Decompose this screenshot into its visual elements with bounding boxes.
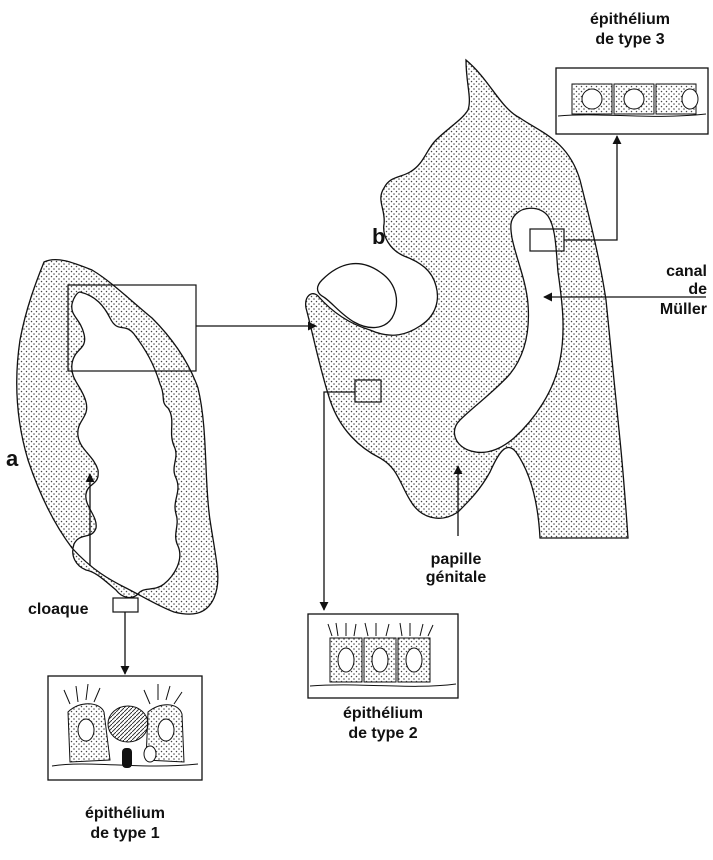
inset-epithelium-type3	[556, 68, 708, 134]
type1-caption-line1: épithélium	[85, 805, 165, 822]
canal-label-line1: canal	[666, 263, 707, 280]
type2-caption-line2: de type 2	[348, 725, 417, 742]
panel-a-label: a	[6, 446, 19, 471]
canal-label-line2: de	[688, 281, 707, 298]
inset-epithelium-type1	[48, 676, 202, 780]
panel-a-type1-box	[113, 598, 138, 612]
papille-label-line2: génitale	[426, 569, 487, 586]
inset-epithelium-type2	[308, 614, 458, 698]
type1-caption-line2: de type 1	[90, 825, 159, 842]
panel-a-section	[17, 260, 218, 615]
type2-caption-line1: épithélium	[343, 705, 423, 722]
cloaca-wall-outer	[17, 260, 218, 615]
panel-b-label: b	[372, 224, 385, 249]
canal-label-line3: Müller	[660, 301, 707, 318]
type3-caption-line1: épithélium	[590, 11, 670, 28]
papille-label-line1: papille	[431, 551, 482, 568]
type3-caption-line2: de type 3	[595, 31, 664, 48]
cloaque-label: cloaque	[28, 601, 89, 618]
